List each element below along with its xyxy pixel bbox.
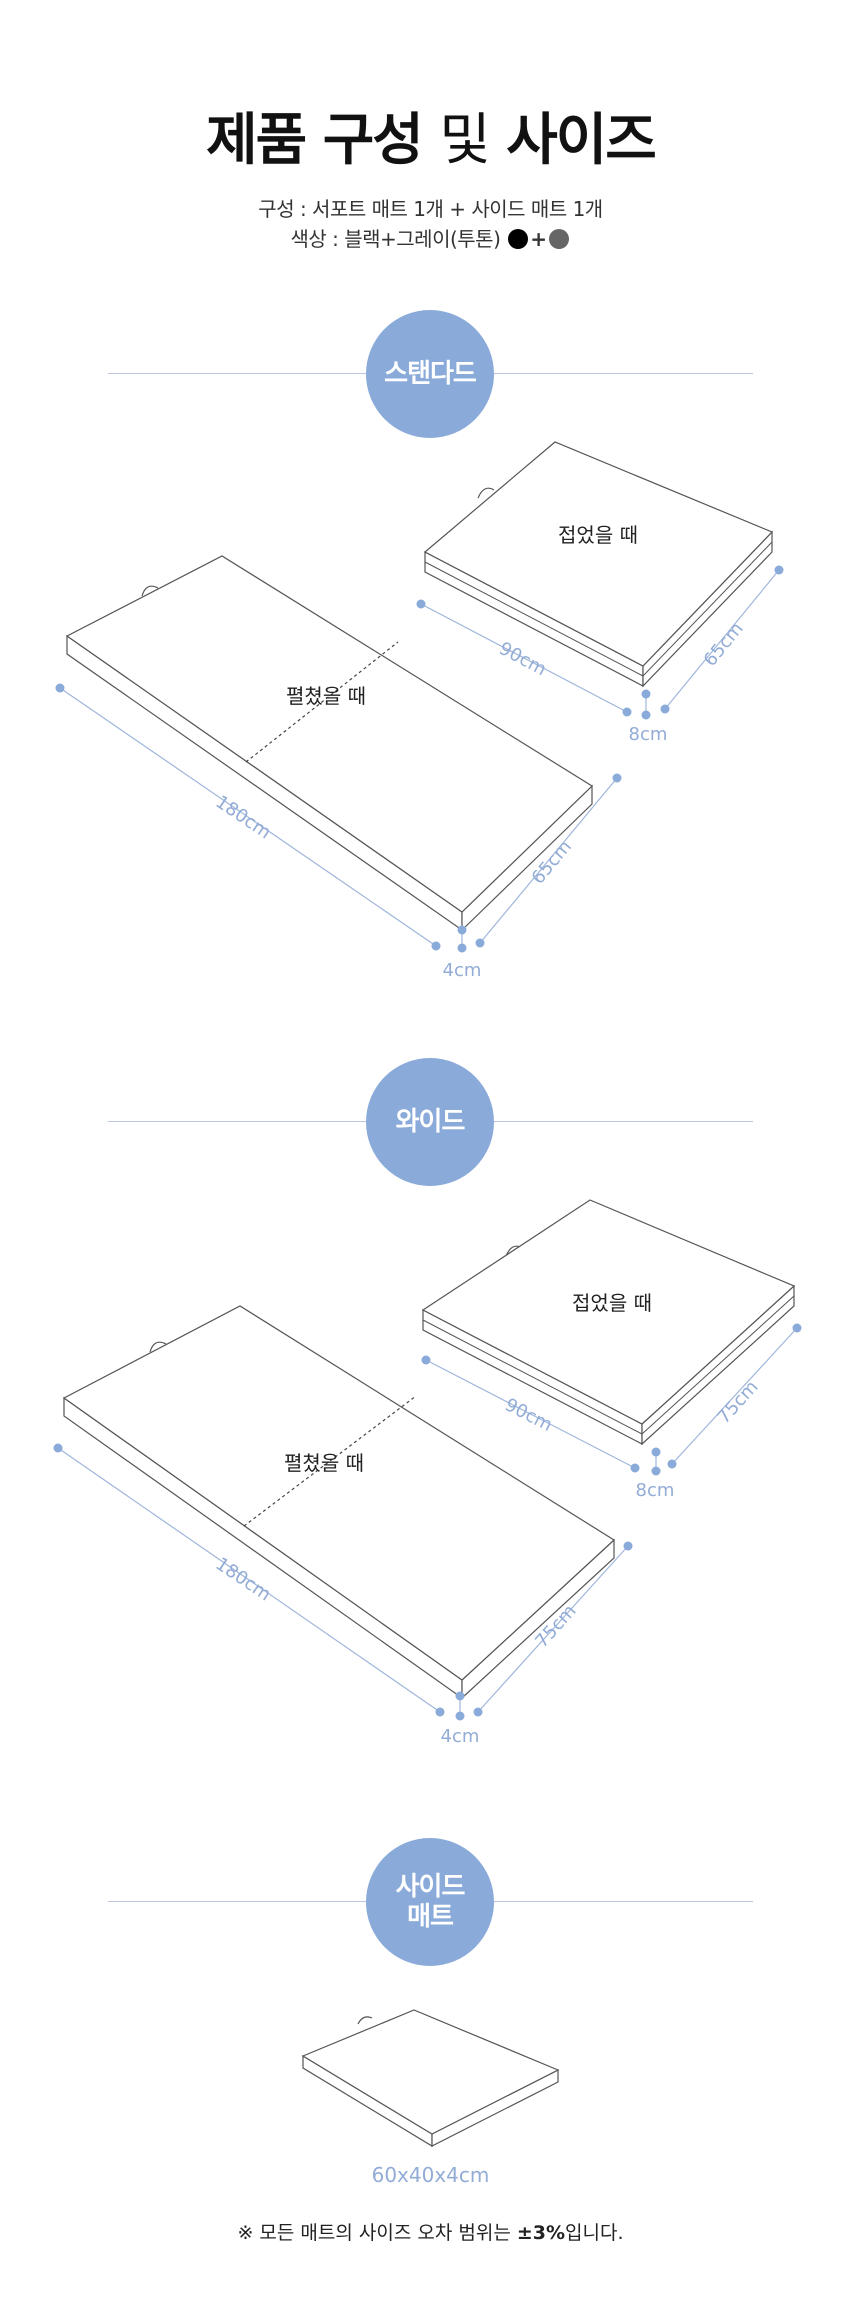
standard-unfolded-label: 펼쳤을 때 (286, 684, 366, 708)
title-part-2: 및 (439, 108, 491, 173)
wide-folded-mat: 접었을 때 90cm 75cm 8cm (421, 1199, 802, 1501)
standard-folded-length: 90cm (495, 638, 549, 680)
handle-icon (477, 487, 495, 499)
handle-icon (141, 585, 159, 597)
standard-folded-width: 65cm (700, 618, 748, 670)
standard-unfolded-length: 180cm (212, 791, 275, 843)
handle-icon (357, 2016, 373, 2025)
color-line: 색상 : 블랙+그레이(투톤) + (0, 223, 861, 252)
wide-folded-label: 접었을 때 (572, 1291, 652, 1315)
wide-unfolded-length: 180cm (212, 1553, 275, 1605)
side-mat (301, 2009, 560, 2148)
composition-text: 구성 : 서포트 매트 1개 + 사이드 매트 1개 (258, 197, 603, 221)
footnote: ※ 모든 매트의 사이즈 오차 범위는 ±3%입니다. (0, 2218, 861, 2245)
wide-folded-length: 90cm (501, 1394, 555, 1436)
badge-wide-label: 와이드 (395, 1107, 466, 1137)
footnote-value: ±3% (516, 2222, 566, 2244)
badge-side-label-1: 사이드 (395, 1872, 466, 1902)
wide-folded-width: 75cm (713, 1377, 762, 1428)
standard-unfolded-mat: 펼쳤을 때 180cm 65cm 4cm (55, 555, 622, 981)
wide-unfolded-height: 4cm (441, 1726, 480, 1747)
badge-standard: 스탠다드 (366, 310, 494, 438)
color-text: 색상 : 블랙+그레이(투톤) (290, 227, 501, 251)
title-part-3: 사이즈 (506, 108, 657, 173)
standard-folded-mat: 접었을 때 90cm 65cm 8cm (416, 441, 784, 745)
wide-unfolded-mat: 펼쳤을 때 180cm 75cm 4cm (53, 1305, 633, 1747)
standard-folded-label: 접었을 때 (558, 523, 638, 547)
wide-folded-height: 8cm (636, 1480, 675, 1501)
page-title: 제품 구성 및 사이즈 (0, 95, 861, 176)
color-plus: + (530, 227, 547, 251)
handle-icon (149, 1341, 167, 1353)
footnote-prefix: ※ 모든 매트의 사이즈 오차 범위는 (237, 2222, 517, 2244)
title-part-1: 제품 구성 (206, 108, 424, 173)
badge-side: 사이드 매트 (366, 1838, 494, 1966)
badge-standard-label: 스탠다드 (384, 359, 477, 389)
black-swatch-icon (508, 229, 529, 249)
standard-folded-height: 8cm (629, 724, 668, 745)
gray-swatch-icon (548, 229, 569, 249)
side-mat-size: 60x40x4cm (371, 2163, 490, 2187)
badge-wide: 와이드 (366, 1058, 494, 1186)
standard-unfolded-height: 4cm (443, 960, 482, 981)
footnote-suffix: 입니다. (565, 2222, 624, 2244)
wide-unfolded-label: 펼쳤을 때 (284, 1451, 364, 1475)
badge-side-label-2: 매트 (407, 1902, 454, 1932)
